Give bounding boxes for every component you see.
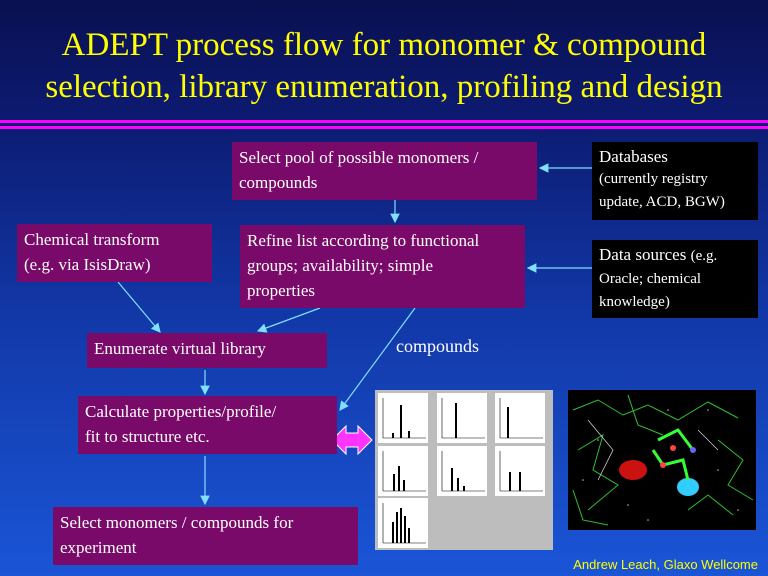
refine-line-2: groups; availability; simple — [247, 256, 434, 275]
mini-plot — [378, 446, 428, 496]
enumerate-line-1: Enumerate virtual library — [94, 339, 266, 358]
chemical-transform-line-2: (e.g. via IsisDraw) — [24, 255, 151, 274]
data-sources-line-1-note: (e.g. — [690, 248, 718, 264]
box-enumerate: Enumerate virtual library — [87, 333, 327, 368]
title-rule-top — [0, 120, 768, 123]
box-refine-list: Refine list according to functional grou… — [240, 225, 525, 308]
select-pool-line-2: compounds — [239, 173, 318, 192]
databases-line-1: Databases — [599, 147, 668, 166]
data-sources-line-2: Oracle; chemical — [599, 271, 702, 287]
box-chemical-transform: Chemical transform (e.g. via IsisDraw) — [17, 224, 212, 282]
mini-plot — [437, 446, 487, 496]
mini-plot — [378, 498, 428, 548]
box-select-pool: Select pool of possible monomers / compo… — [232, 142, 537, 200]
select-pool-line-1: Select pool of possible monomers / — [239, 148, 479, 167]
author-credit: Andrew Leach, Glaxo Wellcome — [573, 557, 758, 572]
mini-plot — [437, 393, 487, 443]
title-line-2: selection, library enumeration, profilin… — [45, 69, 723, 105]
data-sources-line-1: Data sources — [599, 245, 687, 264]
box-databases: Databases (currently registry update, AC… — [592, 142, 758, 220]
mini-plot — [495, 446, 545, 496]
molecule-structure-image — [568, 390, 756, 530]
mini-plot — [378, 393, 428, 443]
compounds-label: compounds — [396, 336, 479, 356]
title-rule-bottom — [0, 126, 768, 129]
property-plots-panel — [375, 390, 553, 550]
arrow-refine-to-calculate — [339, 307, 416, 411]
mini-plot — [495, 393, 545, 443]
box-select-monomers: Select monomers / compounds for experime… — [53, 507, 358, 565]
refine-line-1: Refine list according to functional — [247, 231, 480, 250]
select-monomers-line-2: experiment — [60, 538, 137, 557]
chemical-transform-line-1: Chemical transform — [24, 230, 160, 249]
refine-line-3: properties — [247, 281, 315, 300]
slide-title: ADEPT process flow for monomer & compoun… — [0, 24, 768, 108]
select-monomers-line-1: Select monomers / compounds for — [60, 513, 294, 532]
arrow-refine-to-enumerate — [256, 307, 321, 333]
calculate-line-2: fit to structure etc. — [85, 427, 210, 446]
title-line-1: ADEPT process flow for monomer & compoun… — [61, 27, 707, 63]
box-data-sources: Data sources (e.g. Oracle; chemical know… — [592, 240, 758, 318]
box-calculate: Calculate properties/profile/ fit to str… — [78, 396, 337, 454]
databases-line-3: update, ACD, BGW) — [599, 194, 725, 210]
databases-line-2: (currently registry — [599, 171, 708, 187]
calculate-line-1: Calculate properties/profile/ — [85, 402, 277, 421]
data-sources-line-3: knowledge) — [599, 294, 670, 310]
double-arrow-calculate-plots — [331, 424, 373, 456]
arrow-transform-to-enumerate — [117, 281, 161, 333]
